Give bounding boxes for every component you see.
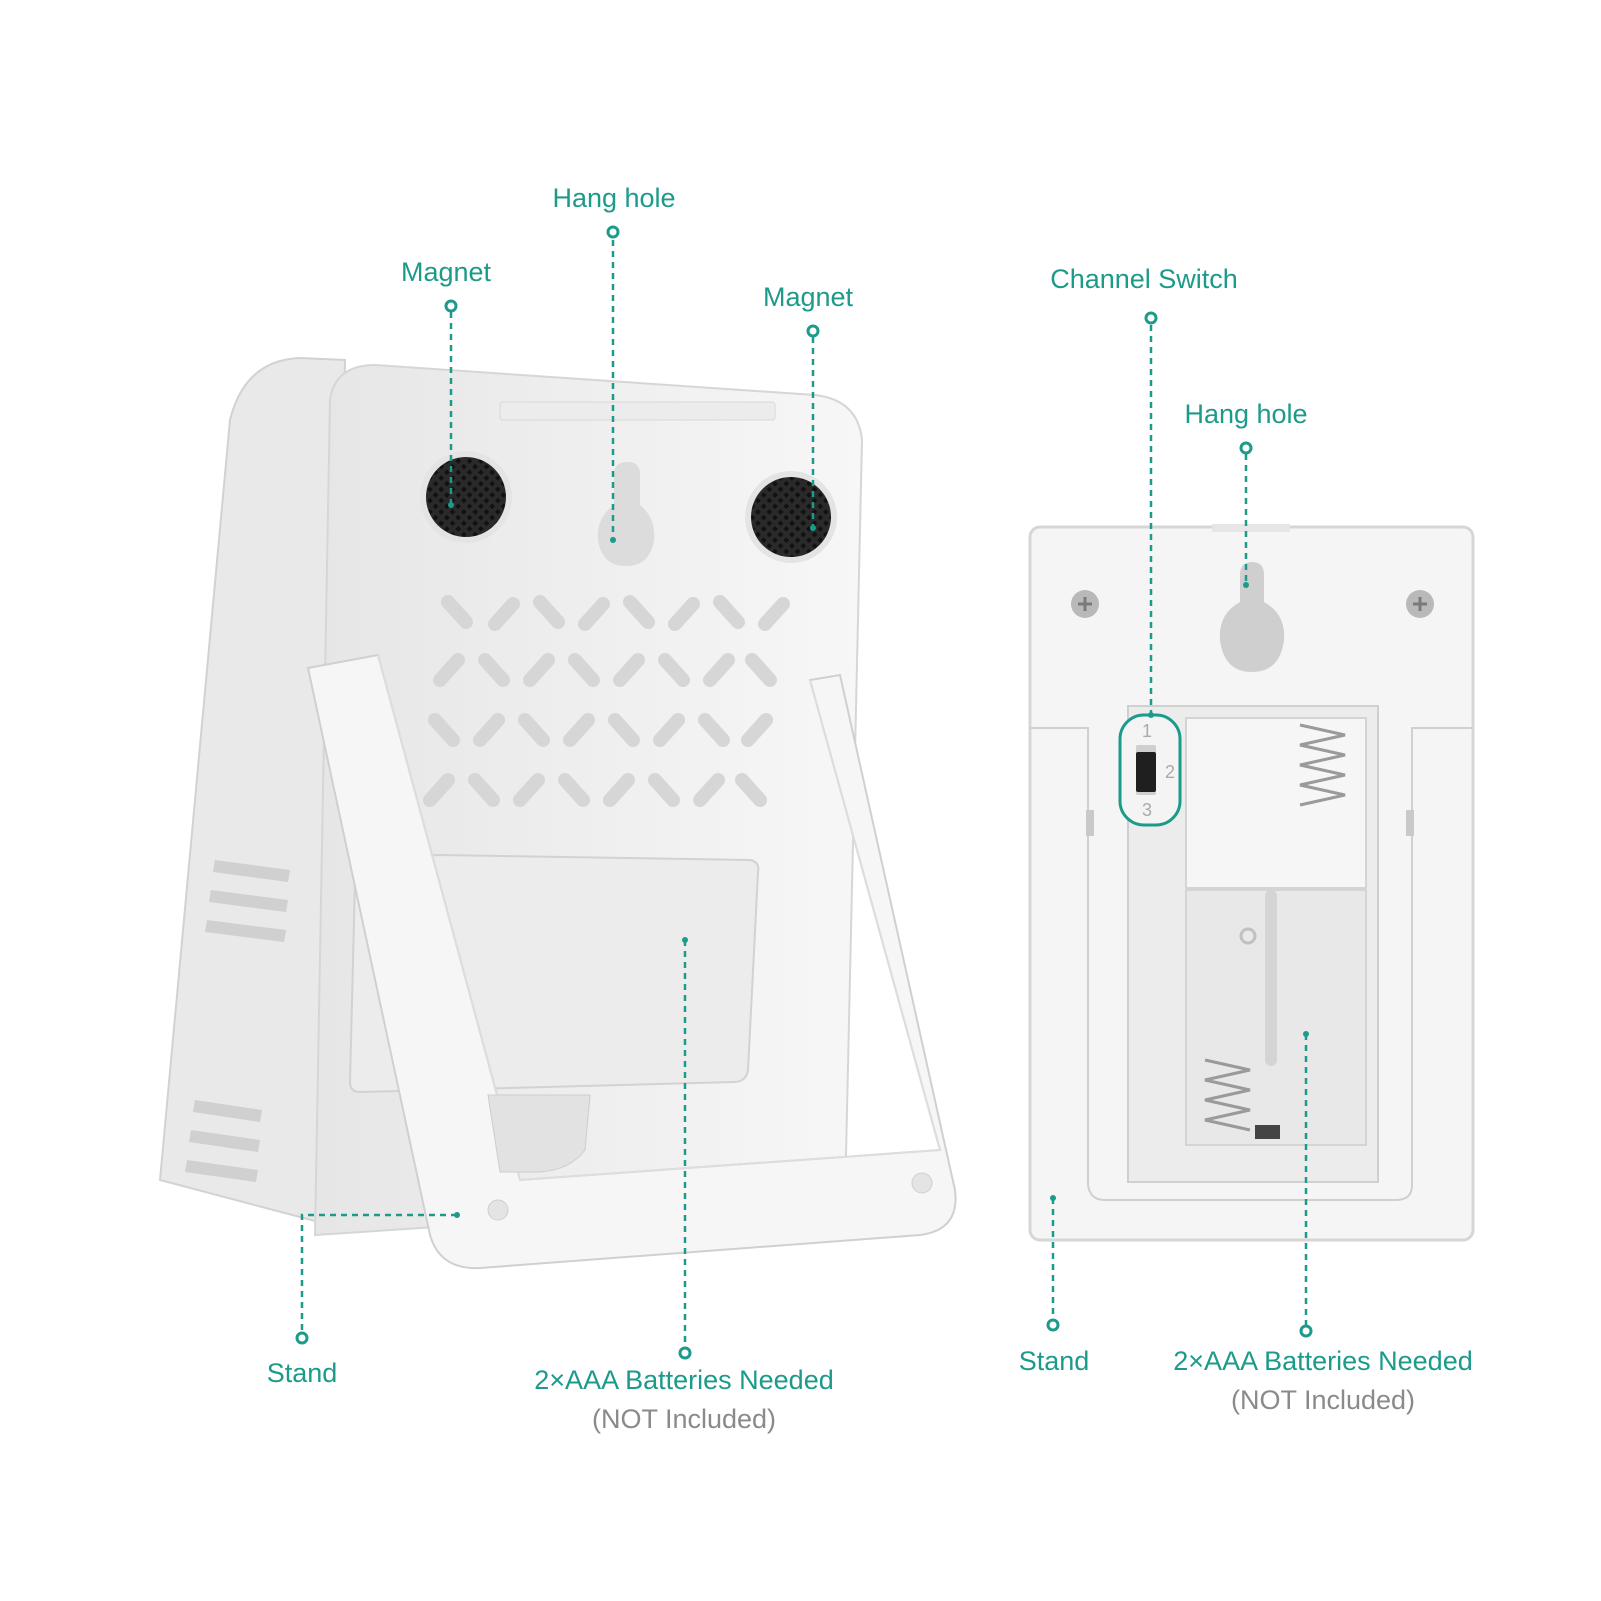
label-battery-left: 2×AAA Batteries Needed [534,1365,834,1395]
switch-pos-1: 1 [1142,721,1152,741]
note-battery-left: (NOT Included) [591,1404,777,1434]
hang-hole-right [1219,562,1285,672]
label-stand-left: Stand [266,1358,338,1388]
dot-channel-switch [1144,311,1158,325]
stand-clip [487,1094,591,1173]
dot-magnet-right [806,324,820,338]
left-device-side [158,356,347,1227]
callout-dots [295,225,1313,1360]
battery-bay-top [1185,717,1367,889]
label-magnet-right: Magnet [762,282,854,312]
stand-pivot-left [487,1199,509,1221]
battery-spring-top [1299,723,1346,807]
label-battery-right: 2×AAA Batteries Needed [1173,1346,1473,1376]
label-magnet-left: Magnet [400,257,492,287]
screw-left [1071,590,1099,618]
screw-right [1406,590,1434,618]
callout-line-stand-left [300,1213,457,1336]
callout-end-points [448,502,1309,1218]
switch-pos-3: 3 [1142,800,1152,820]
stand-pivot-right [911,1172,933,1194]
stand-inner [377,654,942,1182]
dot-battery-right [1299,1324,1313,1338]
stand-frame-left [306,653,957,1270]
dot-magnet-left [444,299,458,313]
magnet-left [426,457,506,537]
label-channel-switch: Channel Switch [1050,264,1238,294]
dot-stand-left [295,1331,309,1345]
label-hang-hole-left: Hang hole [552,183,676,213]
stand-frame-right [1030,727,1473,1201]
right-top-notch [1212,524,1290,532]
dot-hang-right [1239,441,1253,455]
magnet-right [751,477,831,557]
dot-stand-right [1046,1318,1060,1332]
channel-switch-knob [1136,752,1156,792]
back-vent-slots [423,595,790,807]
right-device: 1 2 3 [1028,524,1475,1242]
label-stand-right: Stand [1018,1346,1090,1376]
callout-lines [300,240,1308,1350]
left-side-vents [185,860,290,1182]
label-hang-hole-right: Hang hole [1184,399,1308,429]
switch-pos-2: 2 [1165,762,1175,782]
battery-spring-bottom [1204,1058,1251,1132]
left-device [158,356,957,1270]
note-battery-right: (NOT Included) [1230,1385,1416,1415]
dot-battery-left [678,1346,692,1360]
top-ridge [499,401,776,421]
dot-hang-left [606,225,620,239]
